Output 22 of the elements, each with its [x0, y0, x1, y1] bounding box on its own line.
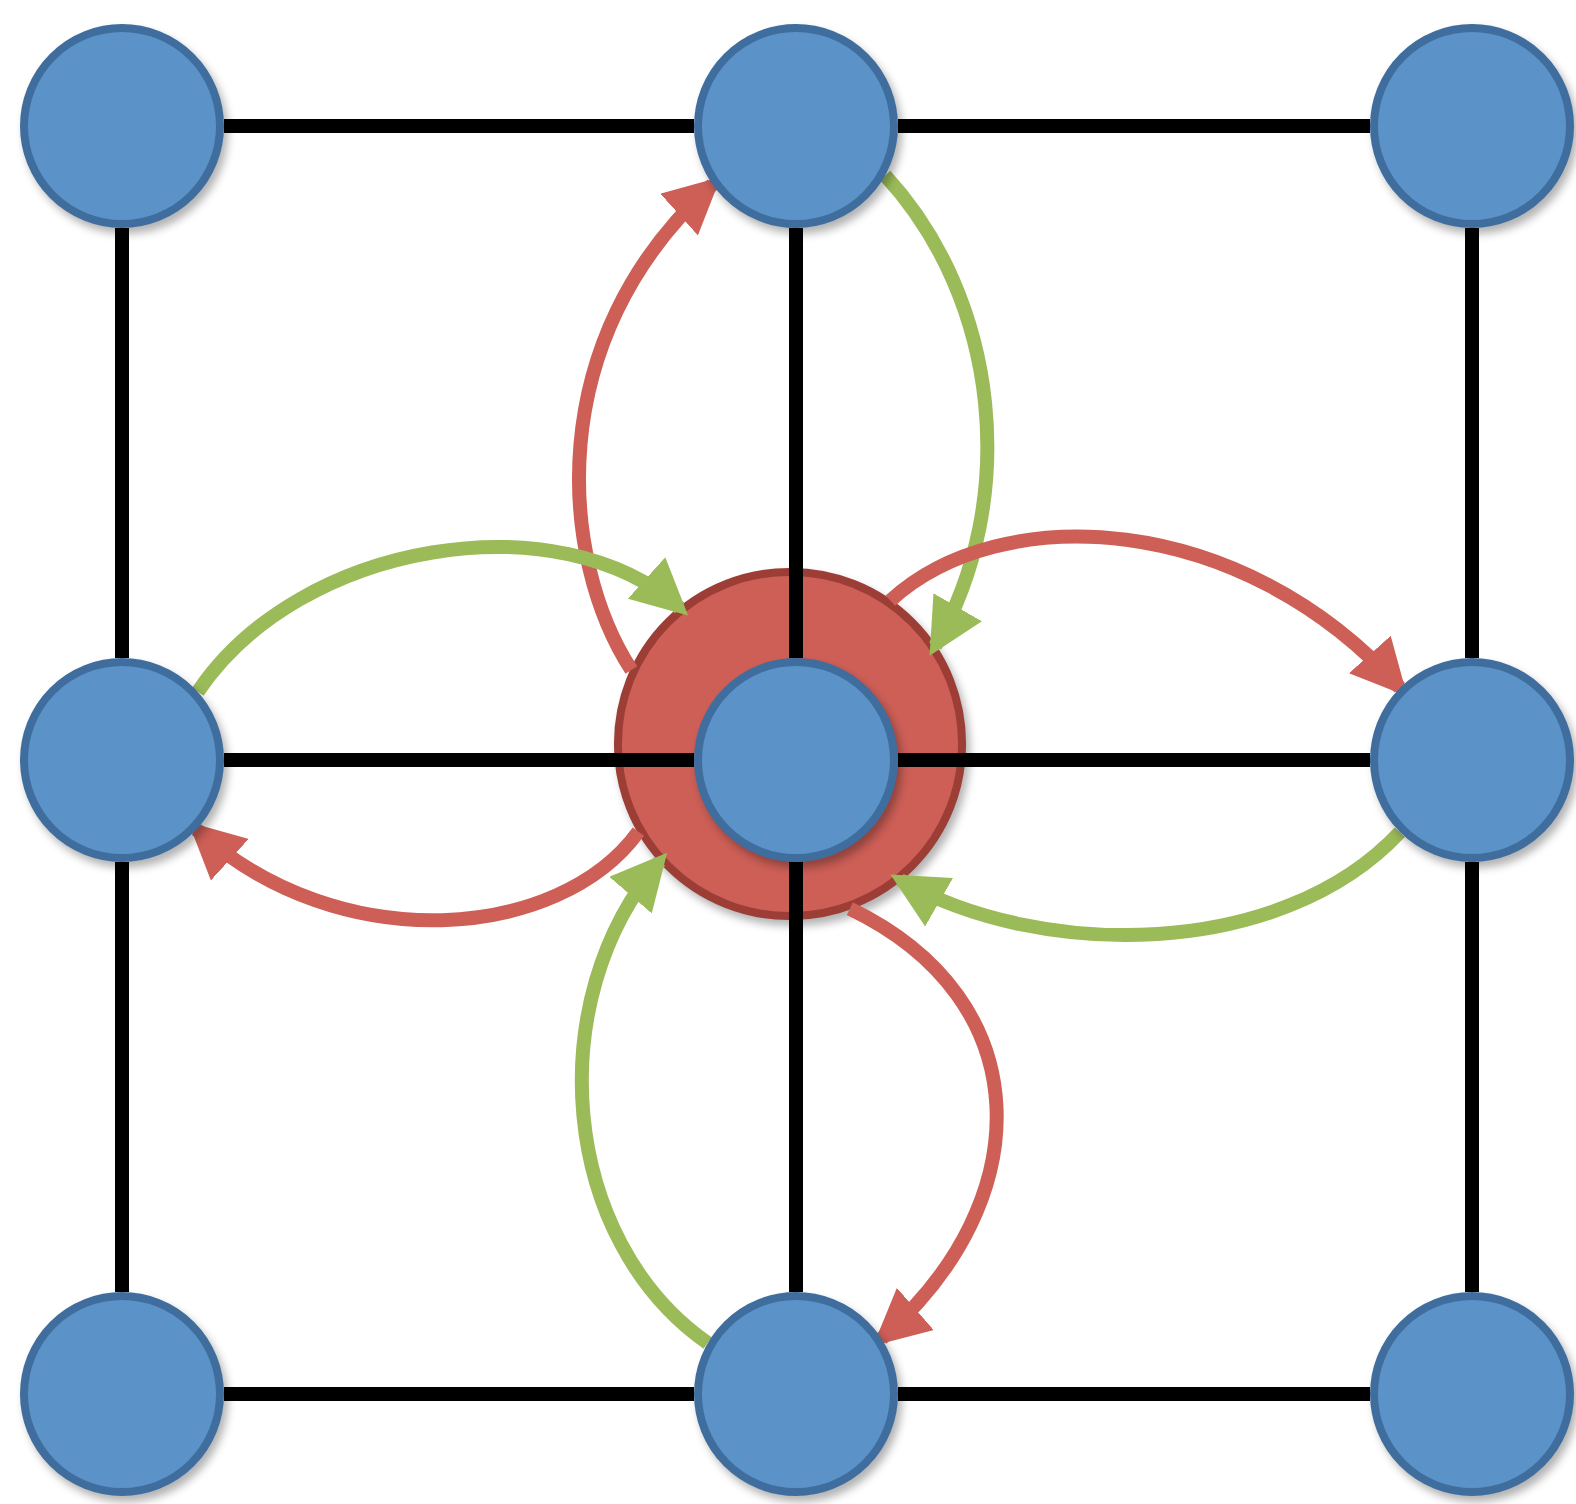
curved-arrow — [572, 176, 721, 674]
grid-line — [224, 753, 694, 767]
grid-line — [898, 119, 1370, 133]
grid-line — [789, 862, 803, 1292]
grid-line — [224, 119, 694, 133]
curved-arrow — [187, 822, 644, 928]
grid-line — [898, 1387, 1370, 1401]
curved-arrow — [879, 170, 995, 656]
grid-line — [789, 228, 803, 658]
grid-line — [1465, 228, 1479, 658]
curved-arrow — [886, 529, 1408, 696]
curved-arrow — [890, 827, 1405, 942]
grid-line — [115, 228, 129, 658]
grid-line — [115, 862, 129, 1292]
curved-arrow — [575, 852, 713, 1349]
curved-arrow — [192, 540, 689, 697]
circle-node — [694, 1292, 898, 1496]
curved-arrow — [846, 902, 1004, 1347]
grid-line — [1465, 862, 1479, 1292]
grid-line — [898, 753, 1370, 767]
grid-line — [224, 1387, 694, 1401]
circle-node — [1370, 658, 1574, 862]
